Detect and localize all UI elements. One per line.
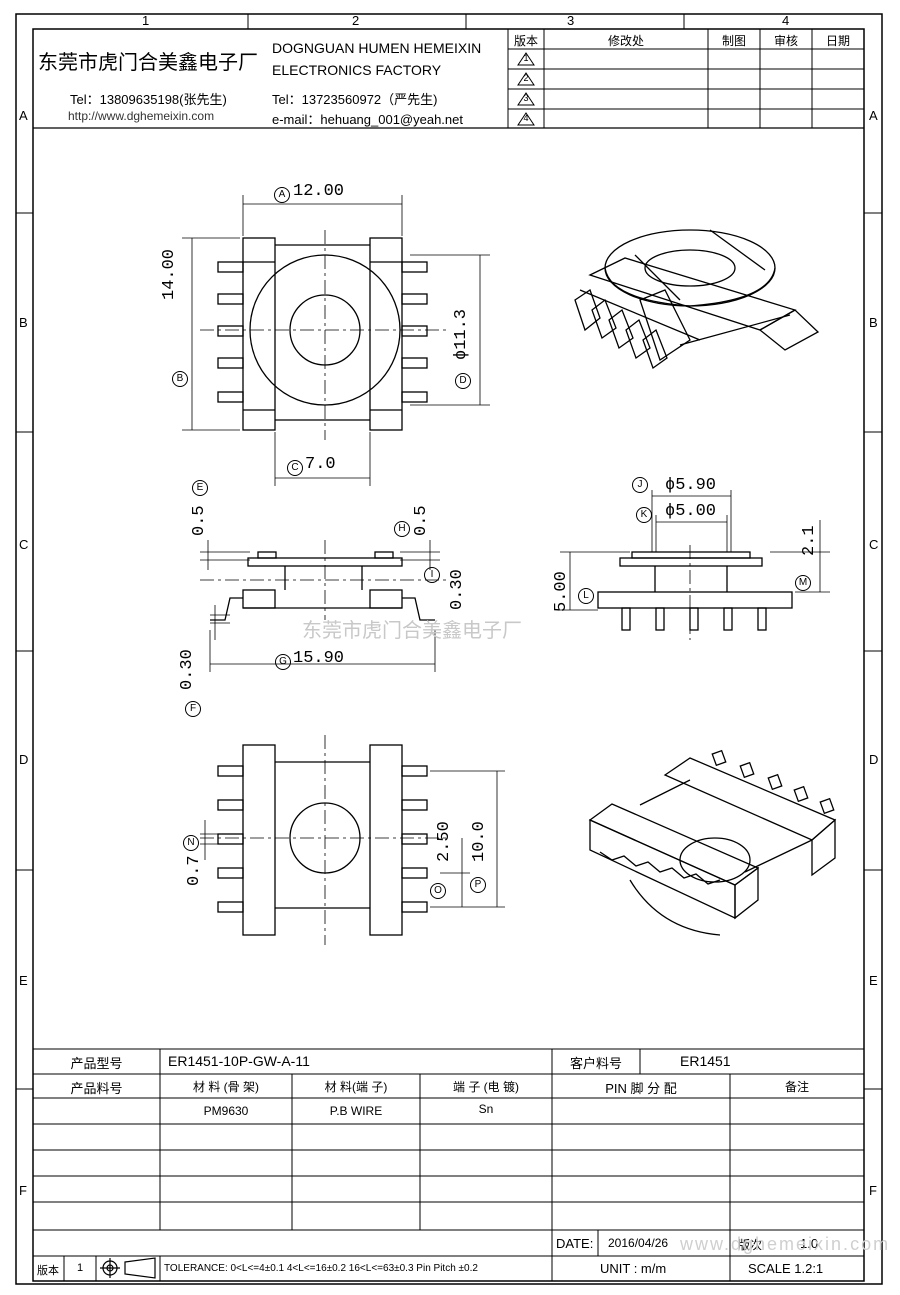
dim-k-value: ϕ5.00 <box>665 502 717 521</box>
row-label-b-left: B <box>19 315 28 330</box>
dim-label-n: N <box>183 832 199 851</box>
col-label-3: 3 <box>567 13 575 28</box>
projection-symbol-icon <box>100 1257 156 1279</box>
product-part-label: 产品料号 <box>70 1081 123 1096</box>
dim-b-value: 14.00 <box>160 248 179 300</box>
tolerance-text: TOLERANCE: 0<L<=4±0.1 4<L<=16±0.2 16<L<=… <box>164 1263 478 1274</box>
row-label-f-left: F <box>19 1183 27 1198</box>
dim-label-f: F <box>185 698 201 717</box>
bottom-version-label: 版本 <box>37 1265 59 1277</box>
dim-label-d: D <box>455 370 471 389</box>
dim-label-j: J <box>632 474 648 493</box>
remarks-label: 备注 <box>784 1080 809 1094</box>
dim-n-value: 0.7 <box>185 855 204 886</box>
dim-label-l: L <box>578 585 594 604</box>
col-label-1: 1 <box>142 13 150 28</box>
col-label-4: 4 <box>782 13 790 28</box>
dim-label-b: B <box>172 368 188 387</box>
row-label-a-left: A <box>19 108 28 123</box>
dim-h-value: 0.5 <box>412 505 431 536</box>
contact-tel-2: Tel：13723560972（严先生) <box>272 92 438 107</box>
product-model-value: ER1451-10P-GW-A-11 <box>168 1053 310 1069</box>
section-view-drawing <box>597 545 793 640</box>
company-url[interactable]: http://www.dghemeixin.com <box>68 109 215 123</box>
isometric-view-bottom <box>588 749 837 936</box>
row-label-a-right: A <box>869 108 878 123</box>
dim-label-o: O <box>430 880 446 899</box>
contact-email[interactable]: e-mail：hehuang_001@yeah.net <box>272 112 463 127</box>
contact-tel-1: Tel：13809635198(张先生) <box>70 92 227 107</box>
dim-label-a: A <box>274 184 290 203</box>
top-view-drawing <box>200 230 450 440</box>
dim-j-value: ϕ5.90 <box>665 476 717 495</box>
company-name-cn: 东莞市虎门合美鑫电子厂 <box>38 50 258 74</box>
dim-o-value: 2.50 <box>435 821 454 862</box>
date-label: DATE: <box>556 1236 594 1251</box>
version-label: 版次 <box>738 1238 763 1252</box>
row-label-e-left: E <box>19 973 28 988</box>
side-view-drawing <box>200 540 450 621</box>
company-name-en-2: ELECTRONICS FACTORY <box>272 62 442 78</box>
dim-i-value: 0.30 <box>448 569 467 610</box>
dim-label-g: G <box>275 651 291 670</box>
unit-text: UNIT : m/m <box>600 1261 667 1276</box>
customer-part-value: ER1451 <box>680 1053 731 1069</box>
dim-e-value: 0.5 <box>190 505 209 536</box>
rev-number-2: 2 <box>523 73 529 83</box>
dim-f-value: 0.30 <box>178 649 197 690</box>
version-value: 1.0 <box>800 1236 819 1251</box>
row-label-f-right: F <box>869 1183 877 1198</box>
row-label-c-right: C <box>869 537 879 552</box>
dim-g-value: 15.90 <box>293 649 345 668</box>
rev-header-checked: 审核 <box>773 34 798 48</box>
rev-header-drawn: 制图 <box>721 34 746 48</box>
url-watermark: www.dghemeixin.com <box>680 1234 891 1254</box>
dim-label-e: E <box>192 477 208 496</box>
material-pin-value: P.B WIRE <box>329 1104 383 1118</box>
row-label-e-right: E <box>869 973 878 988</box>
product-model-label: 产品型号 <box>70 1056 123 1071</box>
row-label-b-right: B <box>869 315 878 330</box>
dim-d-value: ϕ11.3 <box>452 308 471 360</box>
dim-a-value: 12.00 <box>293 182 345 201</box>
dim-m-value: 2.1 <box>800 525 819 556</box>
pin-assignment-label: PIN 脚 分 配 <box>605 1081 677 1096</box>
rev-header-version: 版本 <box>513 34 538 48</box>
terminal-plating-label: 端 子 (电 镀) <box>453 1080 519 1094</box>
dim-label-c: C <box>287 457 303 476</box>
bottom-view-drawing <box>200 735 450 945</box>
terminal-plating-value: Sn <box>478 1102 494 1116</box>
material-frame-label: 材 料 (骨 架) <box>193 1080 259 1094</box>
row-label-c-left: C <box>19 537 29 552</box>
scale-text: SCALE 1.2:1 <box>748 1261 824 1276</box>
rev-header-change: 修改处 <box>607 34 644 48</box>
dim-label-p: P <box>470 874 486 893</box>
rev-number-4: 4 <box>523 113 529 123</box>
row-label-d-right: D <box>869 752 879 767</box>
dim-l-value: 5.00 <box>552 571 571 612</box>
row-label-d-left: D <box>19 752 29 767</box>
material-pin-label: 材 料(端 子) <box>324 1080 388 1094</box>
dim-label-h: H <box>394 518 410 537</box>
rev-header-date: 日期 <box>825 34 850 48</box>
rev-number-3: 3 <box>523 93 529 103</box>
customer-part-label: 客户料号 <box>569 1056 622 1071</box>
dim-label-k: K <box>636 504 652 523</box>
dim-label-i: I <box>424 564 440 583</box>
dim-p-value: 10.0 <box>470 821 489 862</box>
dim-c-value: 7.0 <box>305 455 336 474</box>
rev-number-1: 1 <box>523 53 529 63</box>
col-label-2: 2 <box>352 13 360 28</box>
isometric-view-top <box>574 229 820 370</box>
company-name-en-1: DOGNGUAN HUMEN HEMEIXIN <box>272 40 482 56</box>
date-value: 2016/04/26 <box>608 1236 669 1250</box>
material-frame-value: PM9630 <box>203 1104 249 1118</box>
watermark-text: 东莞市虎门合美鑫电子厂 <box>302 618 522 642</box>
bottom-version-value: 1 <box>77 1262 84 1274</box>
dim-label-m: M <box>795 572 811 591</box>
